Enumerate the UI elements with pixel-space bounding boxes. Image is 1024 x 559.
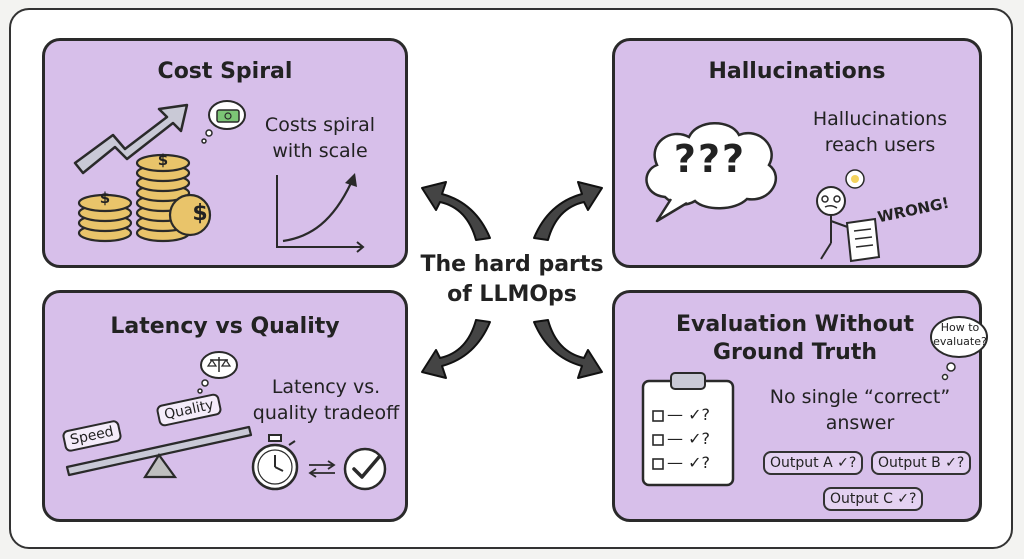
money-icon xyxy=(216,109,240,123)
panel-text-line2: with scale xyxy=(272,140,368,162)
coin-stack-icon xyxy=(77,153,212,243)
output-option-a: Output A ✓? xyxy=(763,451,864,475)
curved-arrow-icon xyxy=(421,181,491,241)
bubble-text-line2: evaluate? xyxy=(933,335,987,348)
checklist-item: — ✓? xyxy=(667,429,710,448)
output-option-b: Output B ✓? xyxy=(871,451,972,475)
checklist-item: — ✓? xyxy=(667,453,710,472)
panel-text-line1: Latency vs. xyxy=(271,376,381,398)
coin-symbol: $ xyxy=(99,189,111,207)
clipboard-icon xyxy=(641,372,735,487)
document-icon xyxy=(845,217,881,263)
panel-text-line2: answer xyxy=(825,412,895,434)
seesaw-icon xyxy=(65,425,253,479)
thought-cloud-icon xyxy=(930,316,988,381)
stopwatch-icon xyxy=(251,434,299,491)
swap-arrows-icon xyxy=(308,460,336,478)
checklist-item: — ✓? xyxy=(667,405,710,424)
panel-title: Hallucinations xyxy=(708,59,886,84)
scale-icon xyxy=(206,357,232,372)
panel-text-line1: Costs spiral xyxy=(264,114,376,136)
trend-arrow-icon xyxy=(73,103,189,175)
panel-title-line2: Ground Truth xyxy=(712,340,878,365)
panel-title: Cost Spiral xyxy=(157,59,293,84)
panel-title: Latency vs Quality xyxy=(110,314,340,339)
panel-text-line1: Hallucinations xyxy=(812,108,948,130)
panel-text-line2: quality tradeoff xyxy=(252,402,400,424)
curved-arrow-icon xyxy=(421,319,491,379)
center-title-line1: The hard parts xyxy=(420,252,604,277)
panel-text-line2: reach users xyxy=(824,134,936,156)
wrong-label: WRONG! xyxy=(875,193,951,227)
panel-evaluation: Evaluation Without Ground Truth How to e… xyxy=(612,290,988,522)
center-title: The hard parts of LLMOps xyxy=(402,250,622,310)
curved-arrow-icon xyxy=(533,181,603,241)
panel-hallucinations: Hallucinations Hallucinations reach user… xyxy=(612,38,982,268)
thought-cloud-icon xyxy=(645,122,777,223)
coin-symbol: $ xyxy=(157,151,169,169)
panel-cost-spiral: Cost Spiral Costs spiral with scale $ xyxy=(42,38,408,268)
panel-title-line1: Evaluation Without xyxy=(675,312,915,337)
curved-arrow-icon xyxy=(533,319,603,379)
panel-latency-quality: Latency vs Quality Latency vs. quality t… xyxy=(42,290,408,522)
panel-text-line1: No single “correct” xyxy=(769,386,951,408)
growth-curve-icon xyxy=(276,173,365,253)
output-option-c: Output C ✓? xyxy=(823,487,924,511)
bubble-text-line1: How to xyxy=(940,321,980,334)
center-title-line2: of LLMOps xyxy=(447,282,577,307)
checkmark-circle-icon xyxy=(343,447,387,491)
coin-symbol: $ xyxy=(192,201,208,226)
question-marks: ??? xyxy=(673,137,747,181)
